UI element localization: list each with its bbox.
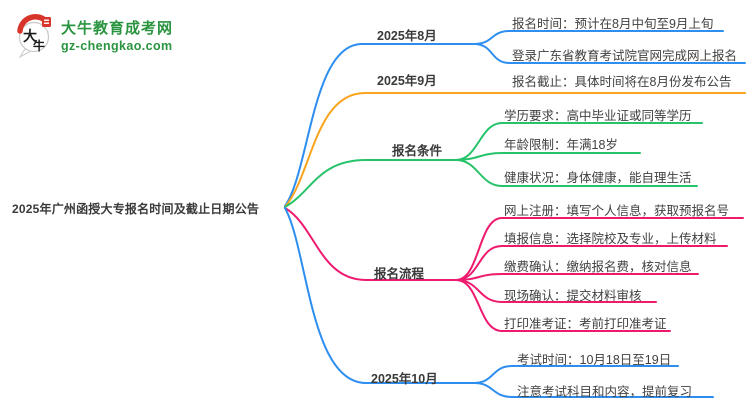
logo-seal (42, 17, 51, 27)
child-node: 健康状况：身体健康，能自理生活 (504, 171, 692, 185)
mindmap-root-node: 2025年广州函授大专报名时间及截止日期公告 (12, 202, 260, 216)
logo-char-bottom: 牛 (33, 38, 45, 53)
connector-branch-1 (284, 43, 475, 207)
child-node: 现场确认：提交材料审核 (504, 289, 642, 303)
connector-branch-5 (284, 207, 475, 384)
logo-char-top: 大 (23, 28, 37, 45)
child-node: 缴费确认：缴纳报名费，核对信息 (504, 260, 692, 274)
child-node: 学历要求：高中毕业证或同等学历 (504, 109, 692, 123)
child-node: 报名截止：具体时间将在8月份发布公告 (512, 75, 732, 89)
branch-label-process: 报名流程 (374, 267, 425, 281)
connector-branch-3-child-2 (455, 152, 641, 161)
child-node: 网上注册：填写个人信息，获取预报名号 (504, 204, 730, 218)
child-node: 考试时间：10月18日至19日 (517, 353, 672, 367)
child-node: 报名时间：预计在8月中旬至9月上旬 (512, 17, 714, 31)
branch-label-2025-09: 2025年9月 (377, 74, 437, 88)
child-node: 年龄限制：年满18岁 (504, 138, 618, 152)
child-node: 填报信息：选择院校及专业，上传材料 (504, 232, 717, 246)
connector-branch-1-child-1 (473, 30, 724, 45)
branch-label-2025-10: 2025年10月 (371, 372, 438, 386)
logo-mark: 大 牛 (17, 14, 51, 58)
site-name: 大牛教育成考网 (61, 20, 174, 37)
child-node: 打印准考证：考前打印准考证 (504, 317, 667, 331)
connector-branch-4 (284, 207, 457, 281)
branch-label-conditions: 报名条件 (392, 144, 443, 158)
logo-bubble (18, 21, 50, 53)
site-url: gz-chengkao.com (61, 39, 173, 53)
branch-label-2025-08: 2025年8月 (377, 29, 437, 43)
child-node: 登录广东省教育考试院官网完成网上报名 (512, 49, 738, 63)
connector-branch-3 (284, 159, 457, 208)
site-logo: 大 牛 大牛教育成考网 gz-chengkao.com (16, 12, 173, 58)
child-node: 注意考试科目和内容，提前复习 (517, 385, 693, 399)
